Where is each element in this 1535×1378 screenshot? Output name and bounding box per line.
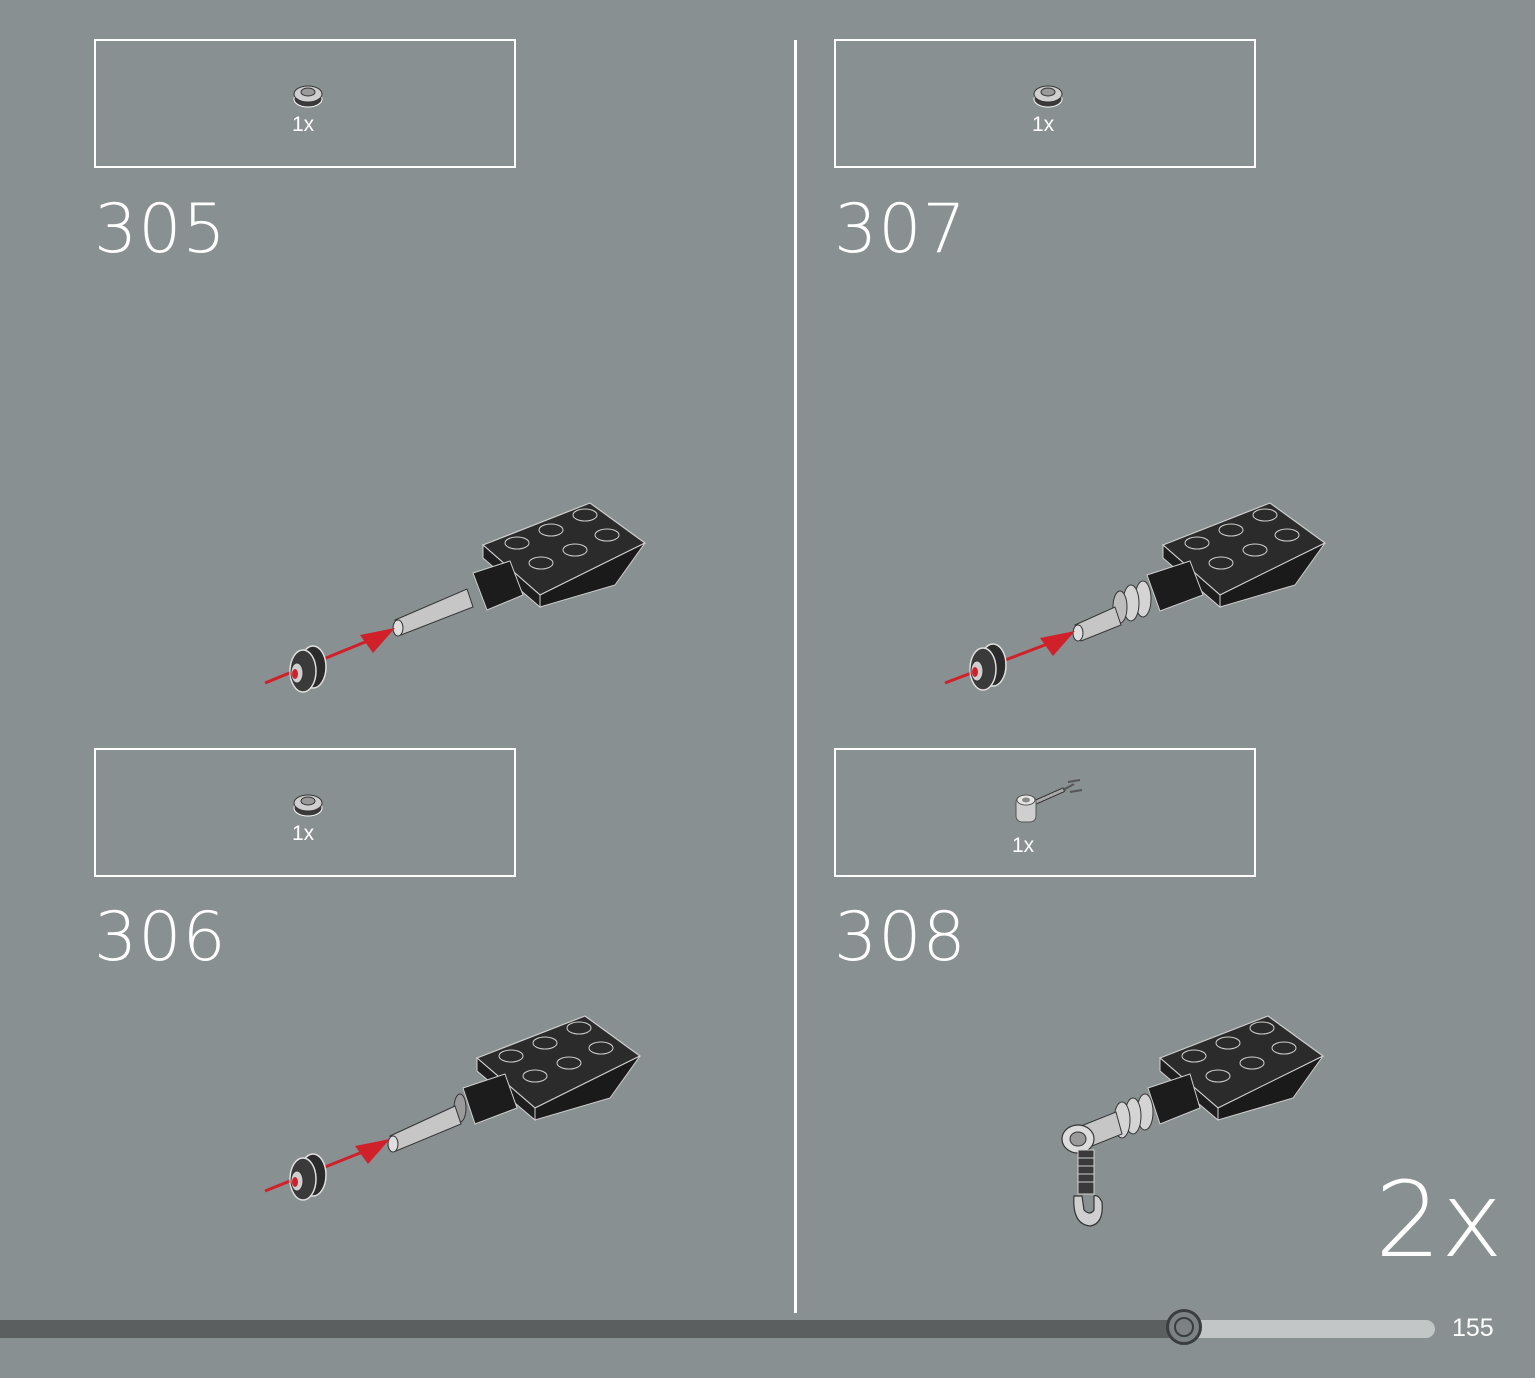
assembly-illustration-306 (264, 1015, 642, 1201)
round-plate-part (969, 643, 1007, 691)
parts-callout-308: 1x (834, 748, 1256, 877)
round-plate-part (289, 1153, 327, 1201)
hose-clip-part (1061, 1111, 1123, 1227)
step-number-306: 306 (94, 898, 227, 977)
parts-callout-306: 1x (94, 748, 516, 877)
assembly-illustration-308 (1061, 1015, 1325, 1227)
part-quantity: 1x (1012, 834, 1035, 857)
part-quantity: 1x (1032, 113, 1055, 136)
insertion-arrow (264, 628, 395, 685)
connector-rod (1113, 1073, 1201, 1139)
progress-slider-handle[interactable] (1166, 1309, 1202, 1345)
parts-callout-307: 1x (834, 39, 1256, 168)
step-number-308: 308 (834, 898, 967, 977)
connector-rod (392, 560, 524, 637)
progress-fill (0, 1320, 1184, 1338)
sloped-brick (475, 1015, 642, 1122)
part-quantity: 1x (292, 822, 315, 845)
page-progress-bar[interactable] (0, 1309, 1435, 1345)
round-plate-icon (293, 794, 323, 817)
sloped-brick (481, 502, 647, 609)
connector-rod (387, 1073, 518, 1153)
round-plate-icon (1033, 85, 1063, 108)
round-plate-part (289, 645, 327, 693)
column-divider (794, 40, 797, 1313)
part-quantity: 1x (292, 113, 315, 136)
hose-clip-icon (1015, 779, 1083, 823)
sloped-brick (1158, 1015, 1325, 1122)
insertion-arrow (944, 631, 1075, 685)
round-plate-icon (293, 85, 323, 108)
assembly-illustration-305 (264, 502, 647, 693)
page-number: 155 (1452, 1314, 1494, 1342)
insertion-arrow (264, 1139, 390, 1193)
connector-rod (1072, 560, 1204, 642)
assembly-illustration-307 (944, 502, 1327, 691)
parts-callout-305: 1x (94, 39, 516, 168)
build-multiplier: 2x (1375, 1159, 1503, 1281)
step-number-305: 305 (94, 190, 227, 269)
step-number-307: 307 (834, 190, 967, 269)
